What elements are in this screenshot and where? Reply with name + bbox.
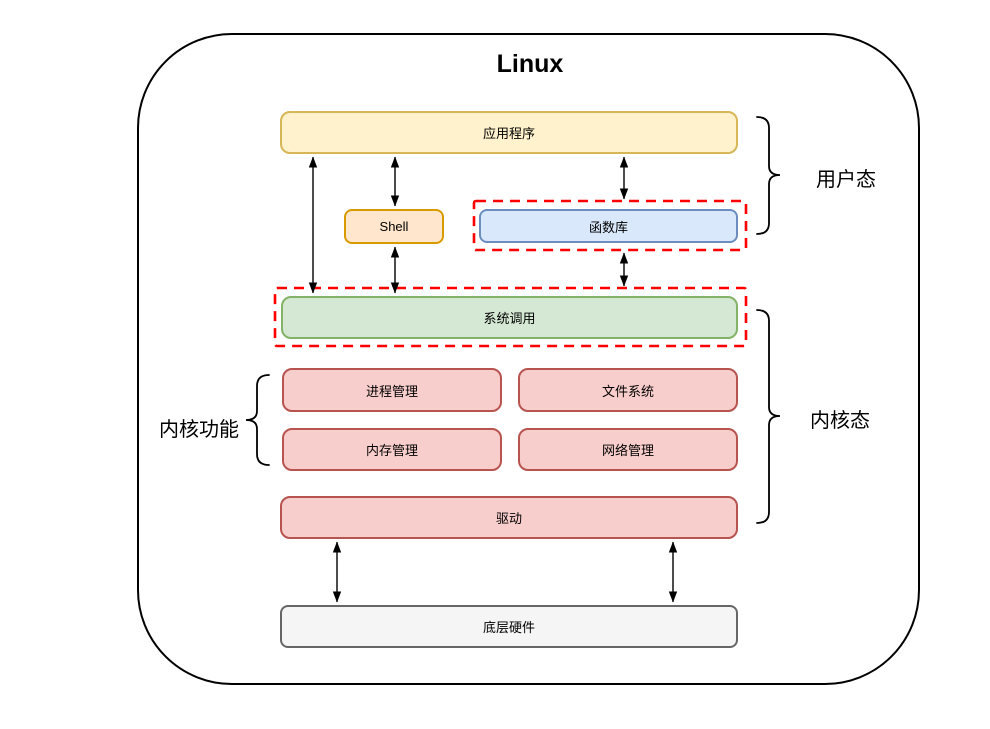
node-process-management-label: 进程管理 [365, 383, 418, 399]
linux-system-boundary [137, 33, 920, 685]
node-function-library: 函数库 [479, 209, 738, 243]
node-hardware-label: 底层硬件 [482, 620, 535, 635]
diagram-title: Linux [496, 50, 564, 78]
node-drivers-label: 驱动 [495, 511, 522, 526]
label-user-mode: 用户态 [816, 169, 876, 191]
node-function-library-label: 函数库 [588, 219, 628, 235]
node-shell: Shell [344, 209, 444, 244]
node-hardware: 底层硬件 [280, 605, 738, 648]
node-process-management: 进程管理 [282, 368, 502, 412]
node-memory-management-label: 内存管理 [365, 443, 418, 458]
label-kernel-functions: 内核功能 [159, 419, 239, 441]
node-memory-management: 内存管理 [282, 428, 502, 471]
node-file-system: 文件系统 [518, 368, 738, 412]
node-system-calls: 系统调用 [281, 296, 738, 339]
node-network-management: 网络管理 [518, 428, 738, 471]
node-shell-label: Shell [379, 219, 409, 234]
label-kernel-mode: 内核态 [810, 410, 870, 432]
node-applications-label: 应用程序 [482, 126, 535, 141]
node-file-system-label: 文件系统 [601, 383, 654, 399]
node-applications: 应用程序 [280, 111, 738, 154]
node-network-management-label: 网络管理 [601, 443, 654, 458]
node-system-calls-label: 系统调用 [483, 311, 536, 326]
node-drivers: 驱动 [280, 496, 738, 539]
